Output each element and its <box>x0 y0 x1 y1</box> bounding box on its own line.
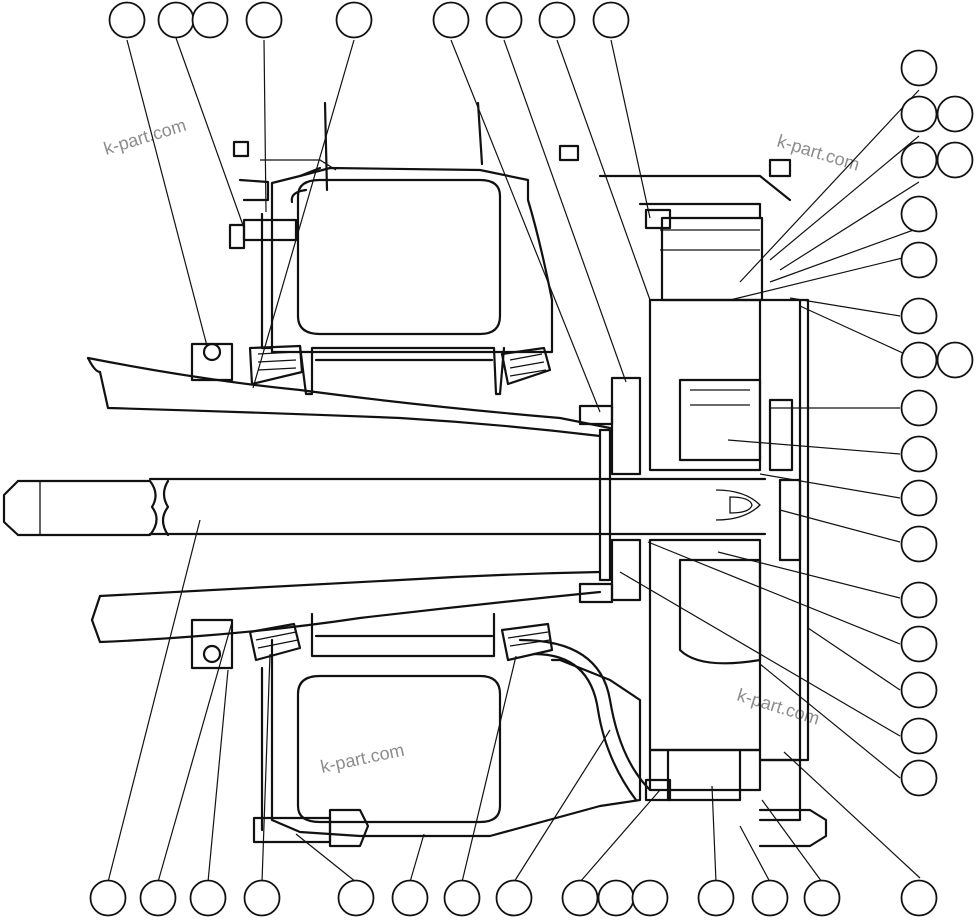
watermark-bottom-left: k-part.com <box>319 740 406 777</box>
watermark-top-right: k-part.com <box>775 131 862 175</box>
callout-bubble <box>495 879 533 917</box>
watermarks: k-part.com k-part.com k-part.com k-part.… <box>101 115 862 777</box>
callout-bubble <box>900 95 938 133</box>
bearings-lower <box>248 622 554 662</box>
callout-bubble <box>936 341 974 379</box>
callout-bubble <box>443 879 481 917</box>
callout-bubble <box>337 879 375 917</box>
callout-bubble <box>697 879 735 917</box>
callout-bubble <box>900 525 938 563</box>
axle-housing <box>86 356 612 644</box>
callout-bubble <box>900 671 938 709</box>
callout-bubble <box>936 95 974 133</box>
callout-bubble <box>900 435 938 473</box>
callout-bubble <box>391 879 429 917</box>
callout-bubble <box>900 341 938 379</box>
callout-bubble <box>900 241 938 279</box>
callout-bubble <box>631 879 669 917</box>
callout-bubble <box>485 1 523 39</box>
callout-bubble <box>900 759 938 797</box>
callout-bubble <box>900 389 938 427</box>
callout-bubble <box>245 1 283 39</box>
callout-bubble <box>900 141 938 179</box>
callout-bubble <box>592 1 630 39</box>
callout-bubble <box>108 1 146 39</box>
callout-bubble <box>900 49 938 87</box>
callout-bubble <box>900 717 938 755</box>
callout-bubble <box>561 879 599 917</box>
bolts <box>190 140 792 848</box>
callout-bubble <box>900 479 938 517</box>
callout-bubble <box>243 879 281 917</box>
callout-bubble <box>751 879 789 917</box>
callout-bubble <box>432 1 470 39</box>
callout-bubble <box>157 1 195 39</box>
callout-bubble <box>900 879 938 917</box>
hub-body-lower <box>260 612 652 838</box>
callout-bubble <box>900 581 938 619</box>
callout-bubble <box>900 195 938 233</box>
bearings-upper <box>248 344 552 396</box>
callout-bubble <box>900 297 938 335</box>
callout-bubble <box>189 879 227 917</box>
axle-shaft <box>2 477 767 537</box>
leader-lines <box>107 37 921 883</box>
callout-bubble <box>89 879 127 917</box>
callout-bubble <box>335 1 373 39</box>
callout-bubble <box>191 1 229 39</box>
callout-bubble <box>803 879 841 917</box>
callout-bubble <box>900 625 938 663</box>
callout-bubble <box>597 879 635 917</box>
watermark-top-left: k-part.com <box>101 115 188 159</box>
callout-bubble <box>139 879 177 917</box>
callout-bubble <box>538 1 576 39</box>
callout-bubble <box>936 141 974 179</box>
callout-bubbles <box>89 1 974 917</box>
hub-body-upper <box>228 101 554 354</box>
